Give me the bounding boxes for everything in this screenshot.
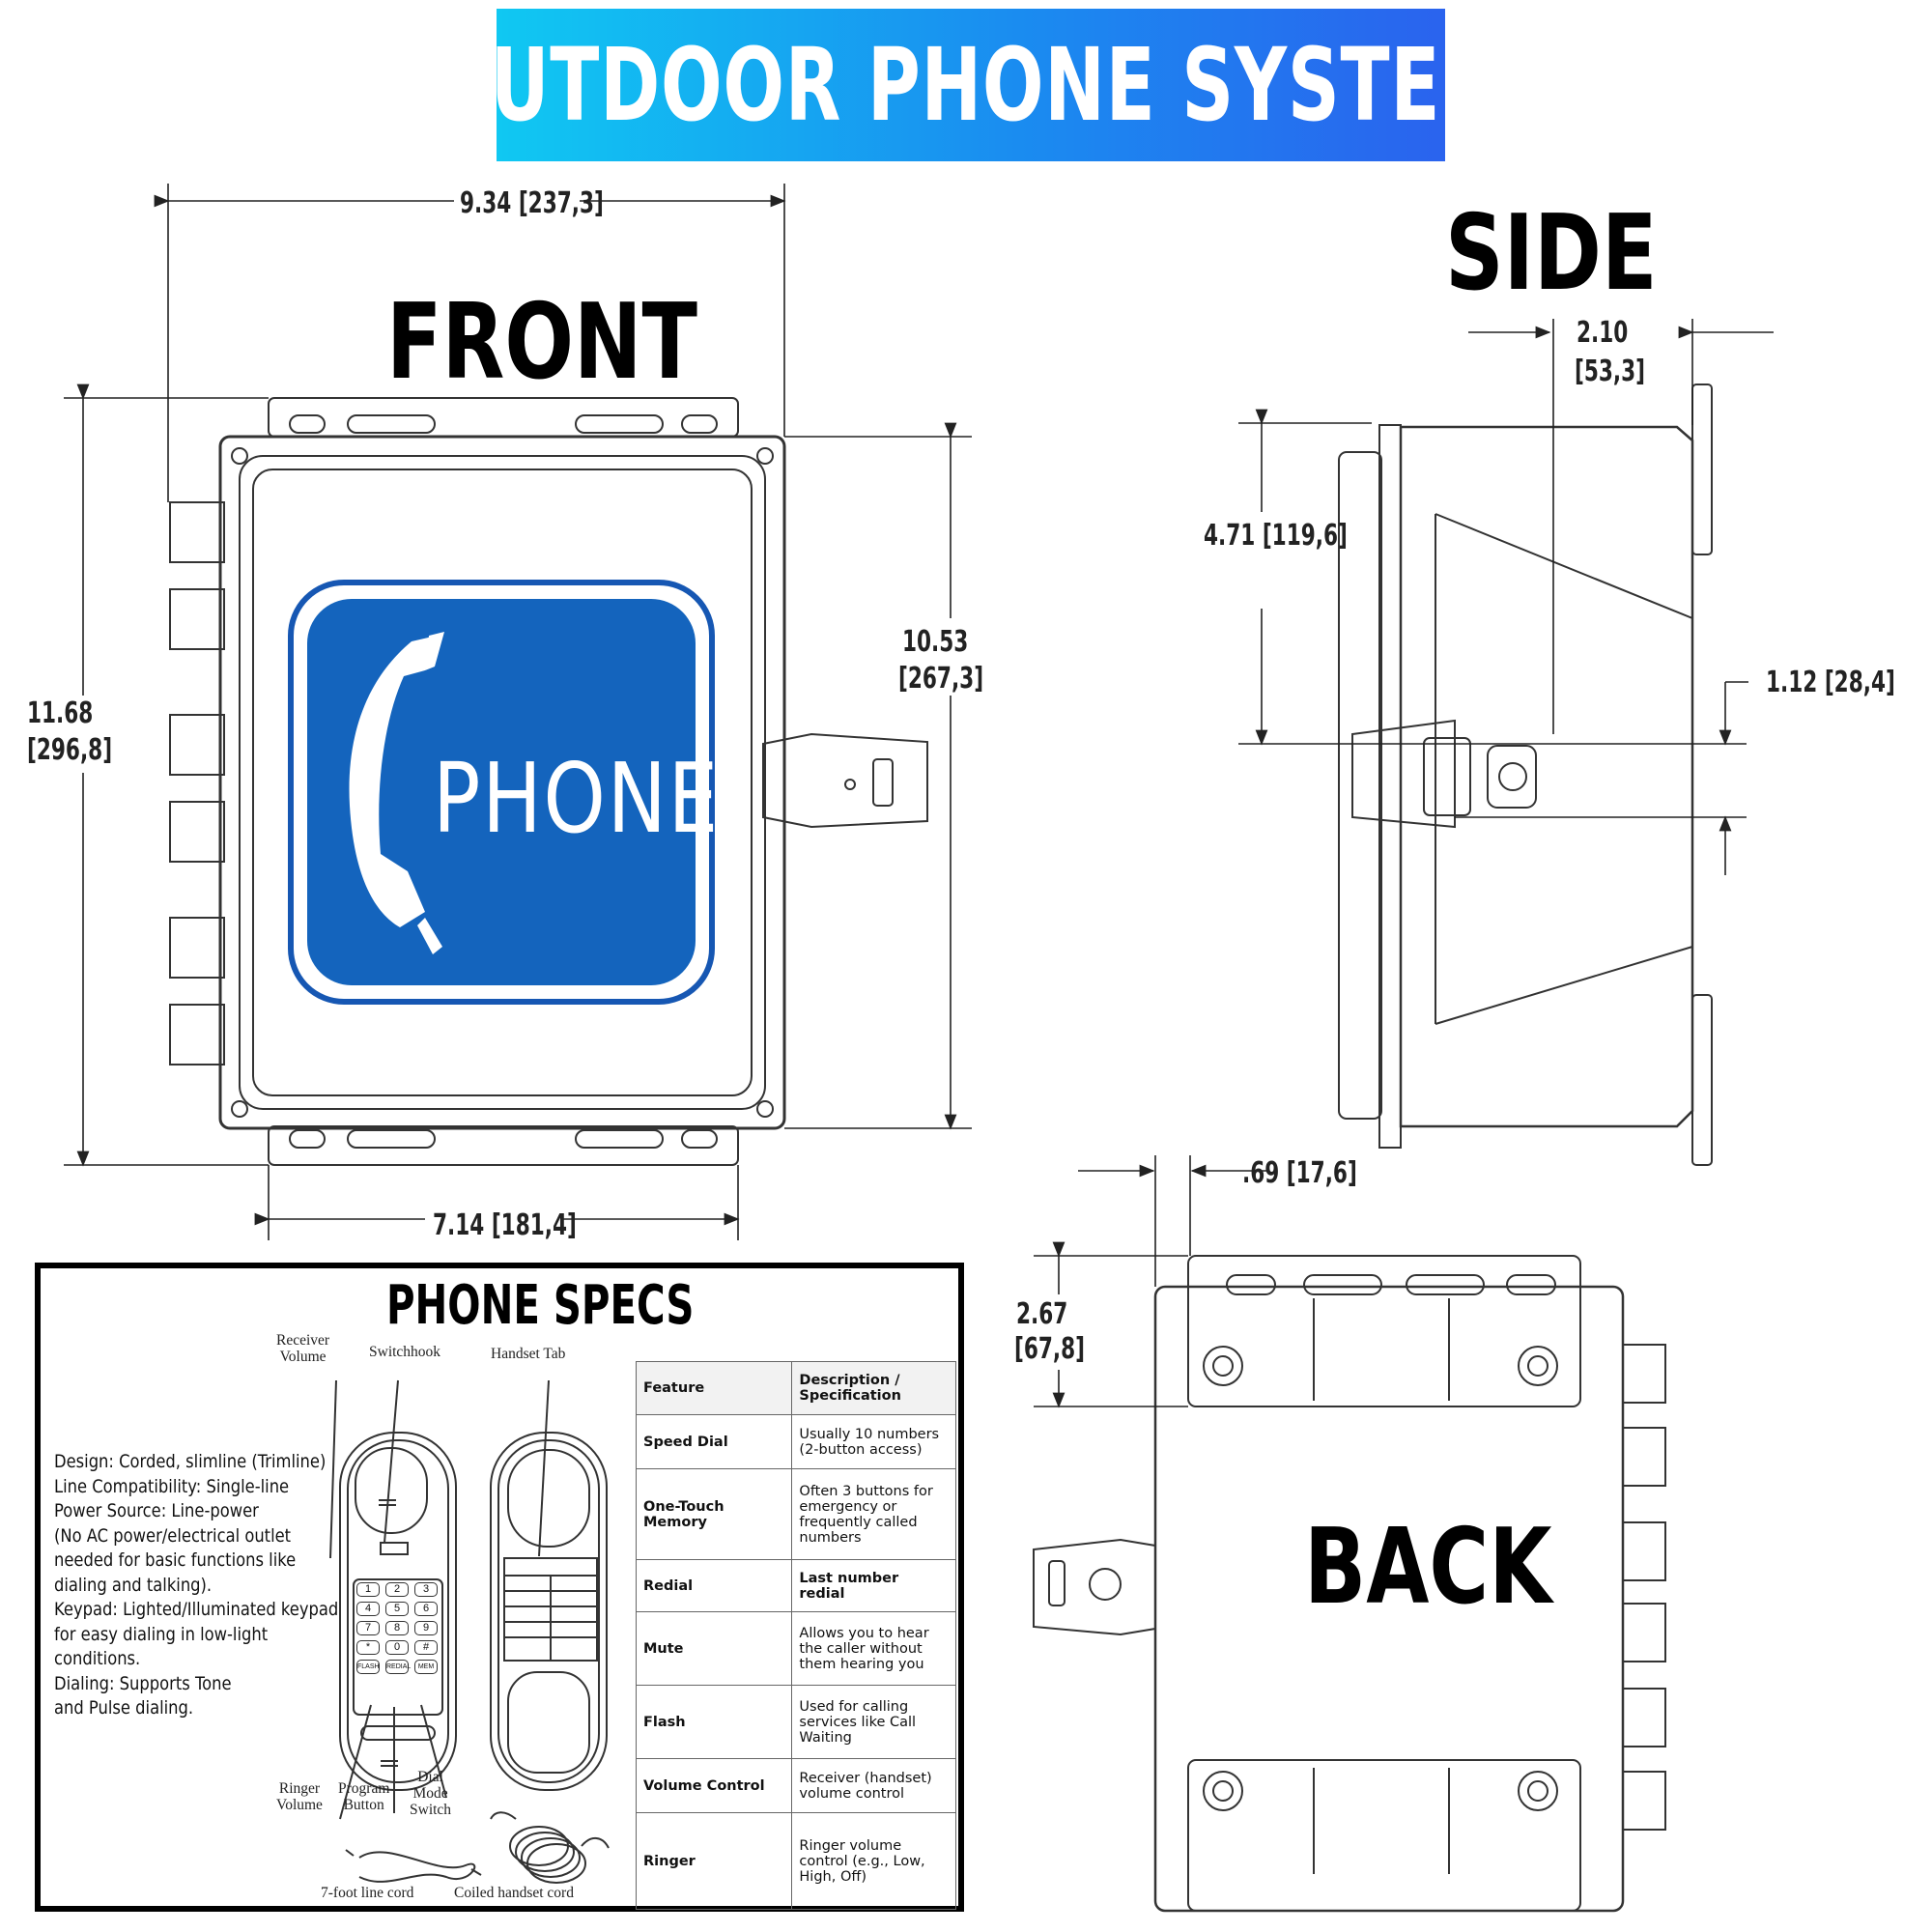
keypad: 1 2 3 4 5 6 7 8 9 * 0 # FLASH REDIAL MEM <box>356 1582 440 1674</box>
table-row: One-Touch Memory Often 3 buttons for eme… <box>635 1468 956 1560</box>
table-cell-description: Used for calling services like Call Wait… <box>791 1685 956 1759</box>
table-cell-description: Allows you to hear the caller without th… <box>791 1611 956 1686</box>
table-cell-feature: One-Touch Memory <box>635 1468 793 1560</box>
front-view-label: FRONT <box>386 282 697 403</box>
spec-line: Power Source: Line-power <box>54 1500 259 1521</box>
keypad-key: 5 <box>385 1602 409 1616</box>
sign-phone-word: PHONE <box>433 742 721 855</box>
callout-program-button: Program Button <box>338 1780 390 1813</box>
spec-line: Design: Corded, slimline (Trimline) <box>54 1451 327 1472</box>
keypad-key: * <box>356 1640 380 1655</box>
table-cell-description: Last number redial <box>791 1559 956 1612</box>
spec-line: conditions. <box>54 1648 141 1669</box>
side-view-drawing <box>1338 384 1713 1166</box>
table-header-feature: Feature <box>635 1361 793 1415</box>
dim-back-height-b: [67,8] <box>1014 1332 1086 1366</box>
table-cell-description: Often 3 buttons for emergency or frequen… <box>791 1468 956 1560</box>
table-cell-description: Ringer volume control (e.g., Low, High, … <box>791 1812 956 1910</box>
table-cell-description: Receiver (handset) volume control <box>791 1758 956 1813</box>
callout-dial-mode-switch: Dial Mode Switch <box>410 1769 452 1818</box>
telephone-handset-icon <box>349 632 444 954</box>
keypad-key: 4 <box>356 1602 380 1616</box>
title-banner: OUTDOOR PHONE SYSTEM <box>428 9 1513 161</box>
table-cell-feature: Speed Dial <box>635 1414 793 1469</box>
dim-front-bottom-width: 7.14 [181,4] <box>433 1208 577 1242</box>
dim-front-width: 9.34 [237,3] <box>460 186 604 220</box>
keypad-key: # <box>414 1640 438 1655</box>
back-view-label: BACK <box>1304 1507 1552 1628</box>
table-cell-description: Usually 10 numbers (2-button access) <box>791 1414 956 1469</box>
keypad-key: 6 <box>414 1602 438 1616</box>
phone-specs-panel: PHONE SPECS Design: Corded, slimline (Tr… <box>35 1263 964 1912</box>
dim-front-height-b: [296,8] <box>27 733 113 767</box>
table-row: Mute Allows you to hear the caller witho… <box>635 1611 956 1686</box>
side-view-label: SIDE <box>1445 193 1658 314</box>
dim-front-body-height-a: 10.53 <box>902 625 969 659</box>
keypad-key: 7 <box>356 1621 380 1635</box>
table-cell-feature: Mute <box>635 1611 793 1686</box>
keypad-key: 1 <box>356 1582 380 1597</box>
callout-switchhook: Switchhook <box>369 1344 441 1360</box>
keypad-key-mem: MEM <box>414 1660 438 1674</box>
table-cell-feature: Flash <box>635 1685 793 1759</box>
callout-coiled-cord: Coiled handset cord <box>454 1885 574 1901</box>
table-cell-feature: Volume Control <box>635 1758 793 1813</box>
specs-title: PHONE SPECS <box>386 1274 695 1337</box>
callout-handset-tab: Handset Tab <box>491 1346 566 1362</box>
spec-line: needed for basic functions like <box>54 1549 297 1571</box>
callout-receiver-volume: Receiver Volume <box>276 1332 330 1365</box>
table-cell-feature: Ringer <box>635 1812 793 1910</box>
keypad-key-flash: FLASH <box>356 1660 380 1674</box>
spec-line: Line Compatibility: Single-line <box>54 1475 290 1497</box>
dim-side-depth-a: 2.10 <box>1577 316 1629 350</box>
table-row: Flash Used for calling services like Cal… <box>635 1685 956 1759</box>
spec-line: and Pulse dialing. <box>54 1697 194 1719</box>
keypad-key: 0 <box>385 1640 409 1655</box>
front-view-drawing <box>169 397 928 1166</box>
keypad-key: 3 <box>414 1582 438 1597</box>
table-row: Ringer Ringer volume control (e.g., Low,… <box>635 1812 956 1910</box>
table-header-row: Feature Description / Specification <box>635 1361 956 1415</box>
feature-table: Feature Description / Specification Spee… <box>635 1361 956 1910</box>
dim-back-height-a: 2.67 <box>1016 1297 1068 1331</box>
dim-side-depth-b: [53,3] <box>1575 355 1646 388</box>
spec-line: Keypad: Lighted/Illuminated keypad <box>54 1599 339 1620</box>
phone-sign: PHONE <box>288 580 718 1005</box>
phone-illustration <box>329 1379 610 1884</box>
dim-side-latch: 1.12 [28,4] <box>1766 666 1895 699</box>
table-row: Redial Last number redial <box>635 1559 956 1612</box>
callout-line-cord: 7-foot line cord <box>321 1885 414 1901</box>
keypad-key: 2 <box>385 1582 409 1597</box>
callout-ringer-volume: Ringer Volume <box>276 1780 323 1813</box>
table-cell-feature: Redial <box>635 1559 793 1612</box>
spec-line: for easy dialing in low-light <box>54 1623 269 1645</box>
keypad-key-redial: REDIAL <box>385 1660 411 1674</box>
dim-front-body-height-b: [267,3] <box>898 662 984 696</box>
table-row: Volume Control Receiver (handset) volume… <box>635 1758 956 1813</box>
spec-line: (No AC power/electrical outlet <box>54 1524 292 1547</box>
banner-title: OUTDOOR PHONE SYSTEM <box>428 26 1514 144</box>
keypad-key: 9 <box>414 1621 438 1635</box>
keypad-key: 8 <box>385 1621 409 1635</box>
specs-description: Design: Corded, slimline (Trimline) Line… <box>54 1450 339 1721</box>
dim-front-height-a: 11.68 <box>27 696 94 730</box>
spec-line: Dialing: Supports Tone <box>54 1672 232 1694</box>
table-header-description: Description / Specification <box>791 1361 956 1415</box>
dim-side-height: 4.71 [119,6] <box>1204 519 1348 553</box>
back-view-drawing <box>1033 1255 1666 1913</box>
dim-back-offset: .69 [17,6] <box>1242 1156 1357 1190</box>
spec-line: dialing and talking). <box>54 1574 213 1596</box>
table-row: Speed Dial Usually 10 numbers (2-button … <box>635 1414 956 1469</box>
